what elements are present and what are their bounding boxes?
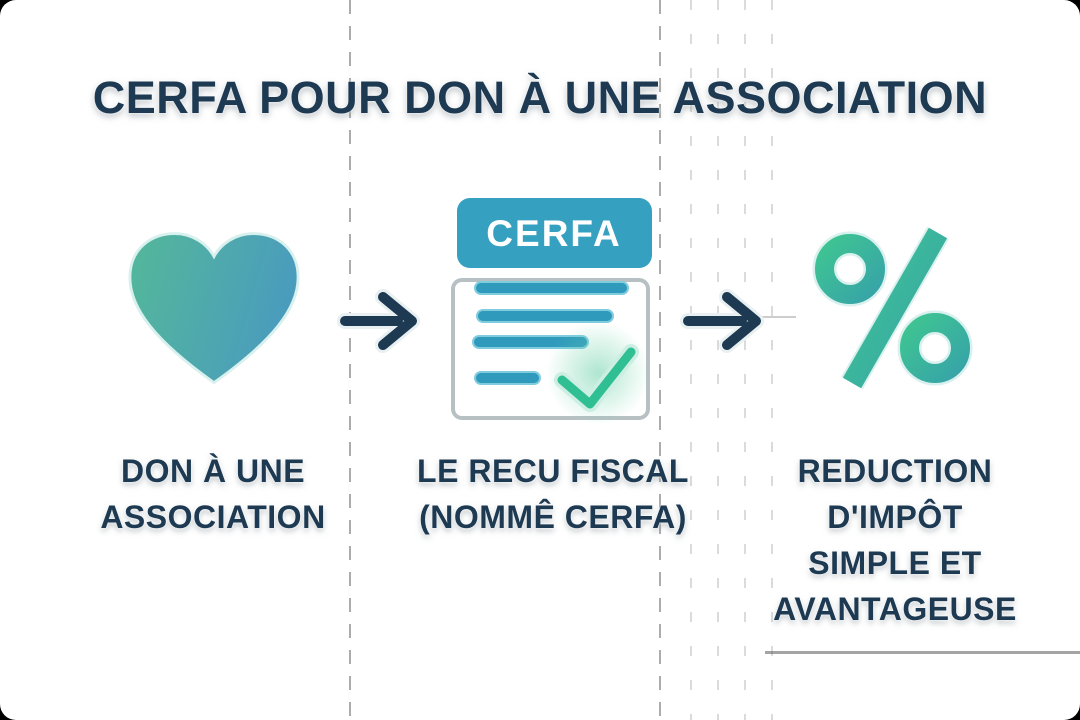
caption-line: D'IMPÔT: [827, 499, 963, 535]
caption-line: AVANTAGEUSE: [773, 591, 1017, 627]
document-text-bar: [474, 281, 629, 295]
vertical-guide-dash: [771, 0, 773, 720]
vertical-guide-dash: [690, 0, 692, 720]
cerfa-badge: [457, 198, 652, 268]
horizontal-guide-line: [765, 651, 1080, 654]
caption-line: LE RECU FISCAL: [417, 453, 689, 489]
page-title: CERFA POUR DON À UNE ASSOCIATION: [92, 72, 988, 123]
vertical-divider-line: [349, 0, 351, 720]
vertical-divider-line: [659, 0, 661, 720]
cerfa-receipt-icon: CERFA: [451, 198, 652, 425]
document-text-bar: [474, 371, 541, 385]
heart-icon: [128, 232, 300, 385]
check-icon: [557, 347, 636, 409]
document-text-bar: [476, 309, 614, 323]
horizontal-guide-dash: [756, 316, 796, 318]
arrow-right-icon: [337, 289, 420, 353]
cerfa-badge-label: CERFA: [486, 213, 621, 254]
caption-line: REDUCTION: [797, 453, 993, 489]
caption-line: (NOMMÊ CERFA): [419, 499, 687, 535]
step-caption-reduction: REDUCTION D'IMPÔT SIMPLE ET AVANTAGEUSE: [742, 448, 1048, 632]
percent-icon: [812, 226, 973, 390]
step-caption-don: DON À UNE ASSOCIATION: [60, 448, 366, 540]
arrow-right-icon: [680, 289, 764, 353]
step-caption-recu-fiscal: LE RECU FISCAL (NOMMÊ CERFA): [400, 448, 706, 540]
vertical-guide-dash: [744, 0, 746, 720]
vertical-guide-dash: [717, 0, 719, 720]
caption-line: ASSOCIATION: [100, 499, 326, 535]
caption-line: DON À UNE: [120, 453, 306, 489]
caption-line: SIMPLE ET: [808, 545, 982, 581]
document-outline: [451, 278, 650, 420]
